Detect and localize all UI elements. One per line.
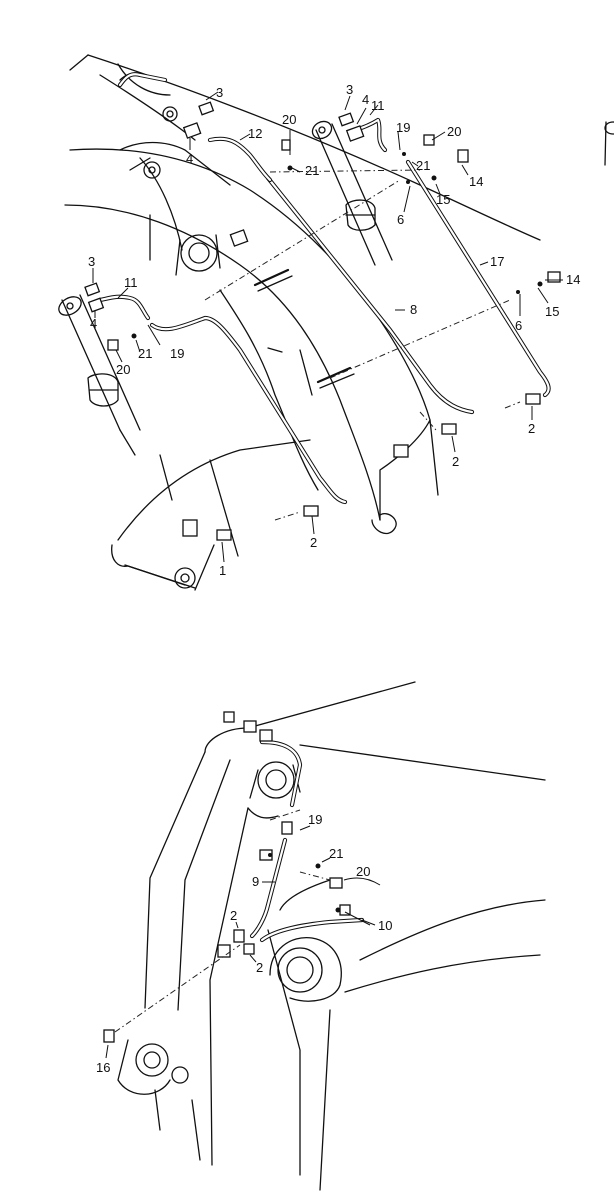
pipe-12 (207, 136, 273, 183)
callout-19-b: 19 (170, 346, 184, 361)
callout-20-b: 20 (447, 124, 461, 139)
pipe-10 (259, 917, 365, 943)
callout-21-bottom: 21 (329, 846, 343, 861)
boom-outline-bottom (117, 681, 546, 1191)
callout-4-b: 4 (362, 92, 369, 107)
callout-17: 17 (490, 254, 504, 269)
callout-2-bottom-b: 2 (256, 960, 263, 975)
leaders-bottom (105, 825, 381, 1059)
pipe-top-bottom (259, 739, 303, 808)
callouts-top: 1 2 2 2 3 3 3 4 4 4 6 6 8 11 11 12 14 14… (88, 82, 580, 578)
top-left-hose (117, 72, 168, 88)
callout-9-bottom: 9 (252, 874, 259, 889)
fittings-top (84, 101, 561, 541)
callout-21-b: 21 (416, 158, 430, 173)
callout-14-a: 14 (469, 174, 483, 189)
callout-3-a: 3 (216, 85, 223, 100)
callout-3-c: 3 (88, 254, 95, 269)
callout-12: 12 (248, 126, 262, 141)
callout-20-c: 20 (116, 362, 130, 377)
callout-16-bottom: 16 (96, 1060, 110, 1075)
callout-2-c: 2 (528, 421, 535, 436)
centerlines-top (204, 169, 521, 521)
right-cylinder (311, 120, 614, 266)
bottom-assembly: 19 21 20 9 10 2 2 16 (96, 681, 546, 1191)
callout-2-a: 2 (310, 535, 317, 550)
callout-8: 8 (410, 302, 417, 317)
callout-15-a: 15 (436, 192, 450, 207)
callout-4-a: 4 (186, 151, 193, 166)
callout-19-a: 19 (396, 120, 410, 135)
callout-11-b: 11 (124, 275, 138, 290)
pipe-11b (97, 294, 151, 321)
arm-lower (111, 439, 311, 591)
left-cylinder (58, 294, 141, 456)
callout-19-bottom: 19 (308, 812, 322, 827)
callout-6-b: 6 (515, 318, 522, 333)
pipe-8 (265, 175, 475, 415)
top-assembly: 1 2 2 2 3 3 3 4 4 4 6 6 8 11 11 12 14 14… (58, 54, 614, 591)
leaders-top (92, 91, 563, 563)
pipe-lower-19 (149, 315, 348, 505)
callout-14-b: 14 (566, 272, 580, 287)
callout-20-bottom: 20 (356, 864, 370, 879)
callout-3-b: 3 (346, 82, 353, 97)
pipe-17 (405, 159, 551, 398)
pipe-11a (352, 117, 388, 153)
callout-20-a: 20 (282, 112, 296, 127)
callout-11-a: 11 (371, 98, 385, 113)
centerlines-bottom (114, 809, 331, 1033)
callout-21-a: 21 (305, 163, 319, 178)
boom-outline-top (64, 54, 541, 535)
callout-21-c: 21 (138, 346, 152, 361)
callout-4-c: 4 (90, 316, 97, 331)
callout-6-a: 6 (397, 212, 404, 227)
pipe-9 (249, 837, 288, 939)
callout-15-b: 15 (545, 304, 559, 319)
clamps-top (229, 229, 409, 458)
callout-10-bottom: 10 (378, 918, 392, 933)
callout-1: 1 (219, 563, 226, 578)
callouts-bottom: 19 21 20 9 10 2 2 16 (96, 812, 392, 1075)
fittings-bottom (103, 711, 351, 1043)
callout-2-bottom-a: 2 (230, 908, 237, 923)
callout-2-b: 2 (452, 454, 459, 469)
